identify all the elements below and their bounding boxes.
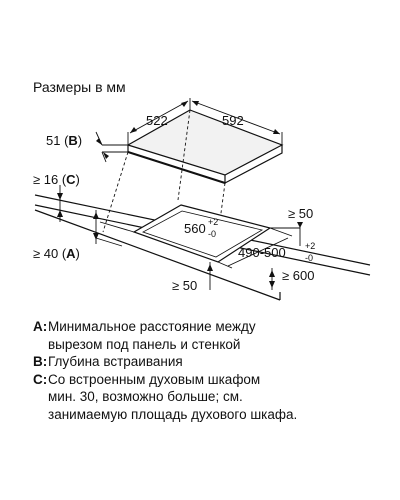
svg-text:560: 560 bbox=[184, 221, 206, 236]
legend-item-b: B: Глубина встраивания bbox=[33, 353, 394, 371]
diagram-title: Размеры в мм bbox=[33, 79, 126, 95]
legend-text: занимаемую площадь духового шкафа. bbox=[48, 406, 298, 422]
svg-text:+2: +2 bbox=[305, 241, 315, 251]
svg-text:-0: -0 bbox=[208, 229, 216, 239]
hob bbox=[126, 109, 284, 184]
cutout-inner bbox=[142, 210, 264, 258]
a-dimension-label: ≥ 40 (A) bbox=[33, 246, 80, 261]
svg-text:490-500: 490-500 bbox=[238, 245, 286, 260]
hob-depth-label: 522 bbox=[146, 113, 168, 128]
hob-right-edge bbox=[224, 145, 283, 184]
counter-depth-dimension bbox=[269, 268, 275, 290]
legend-key: B: bbox=[33, 354, 48, 370]
b-dimension-label: 51 (B) bbox=[46, 133, 82, 148]
front-clearance-label: ≥ 50 bbox=[172, 278, 197, 293]
installation-diagram: Размеры в мм 522 592 51 (B) bbox=[33, 79, 371, 301]
legend-text: мин. 30, возможно больше; см. bbox=[48, 389, 243, 405]
c-dimension bbox=[57, 185, 63, 222]
svg-text:-0: -0 bbox=[305, 253, 313, 263]
legend-key: C: bbox=[33, 371, 48, 387]
hob-width-label: 592 bbox=[222, 113, 244, 128]
legend-text: вырезом под панель и стенкой bbox=[48, 336, 241, 352]
cutout-width-label: 560 +2 -0 bbox=[184, 217, 218, 239]
side-clearance-dimension bbox=[270, 222, 303, 246]
legend-item-c: C: Со встроенным духовым шкафом мин. 30,… bbox=[33, 371, 394, 424]
side-clearance-label: ≥ 50 bbox=[288, 206, 313, 221]
counter-depth-label: ≥ 600 bbox=[282, 268, 314, 283]
svg-text:+2: +2 bbox=[208, 217, 218, 227]
cutout-depth-dimension bbox=[217, 227, 293, 269]
a-dimension bbox=[93, 210, 135, 247]
legend-item-a: A: Минимальное расстояние между вырезом … bbox=[33, 318, 394, 353]
cutout-depth-label: 490-500 +2 -0 bbox=[238, 241, 315, 263]
hob-dimension-lines bbox=[127, 98, 283, 145]
front-clearance-dimension bbox=[207, 262, 213, 290]
legend-text: Со встроенным духовым шкафом bbox=[48, 371, 261, 387]
cutout bbox=[132, 204, 272, 263]
legend: A: Минимальное расстояние между вырезом … bbox=[33, 318, 394, 424]
legend-text: Минимальное расстояние между bbox=[48, 319, 256, 334]
legend-text: Глубина встраивания bbox=[48, 354, 183, 370]
legend-key: A: bbox=[33, 319, 48, 334]
b-dimension bbox=[95, 131, 128, 163]
c-dimension-label: ≥ 16 (C) bbox=[33, 172, 80, 187]
